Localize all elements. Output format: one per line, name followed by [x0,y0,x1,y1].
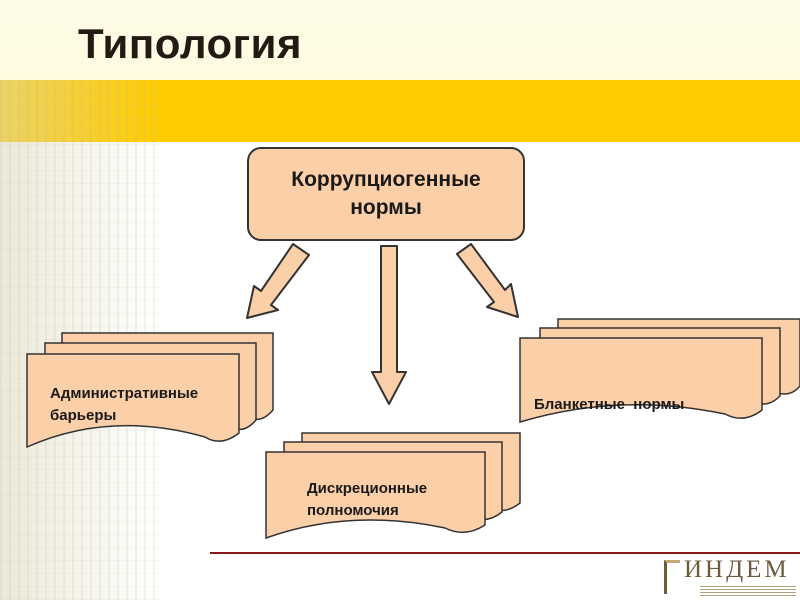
arrow-to-administrative-barriers [246,243,310,319]
node-stack-discretionary-powers [265,432,521,540]
logo-text: ИНДЕМ [684,556,790,583]
label-line-1: Административные [50,385,199,402]
arrow-to-discretionary-powers [371,245,407,405]
logo-mark-icon [664,560,680,594]
label-discretionary-powers: Дискреционные полномочия [307,478,427,522]
footer-divider [210,552,800,554]
label-line-1: Бланкетные нормы [534,396,685,413]
indem-logo: ИНДЕМ [660,554,800,600]
root-node-corruption-norms: Коррупциогенные нормы [247,147,525,241]
slide-title: Типология [78,20,302,67]
label-line-2: барьеры [50,407,117,424]
root-node-line-1: Коррупциогенные [291,168,481,191]
node-stack-blanket-norms [519,318,800,424]
label-administrative-barriers: Административные барьеры [50,383,198,427]
label-blanket-norms: Бланкетные нормы [534,350,684,438]
arrow-to-blanket-norms [456,243,519,318]
label-line-1: Дискреционные [307,480,428,497]
logo-fine-print-decoration [700,586,796,596]
root-node-line-2: нормы [350,196,422,219]
label-line-2: полномочия [307,502,399,519]
header-background [0,0,800,80]
node-stack-administrative-barriers [26,332,274,449]
